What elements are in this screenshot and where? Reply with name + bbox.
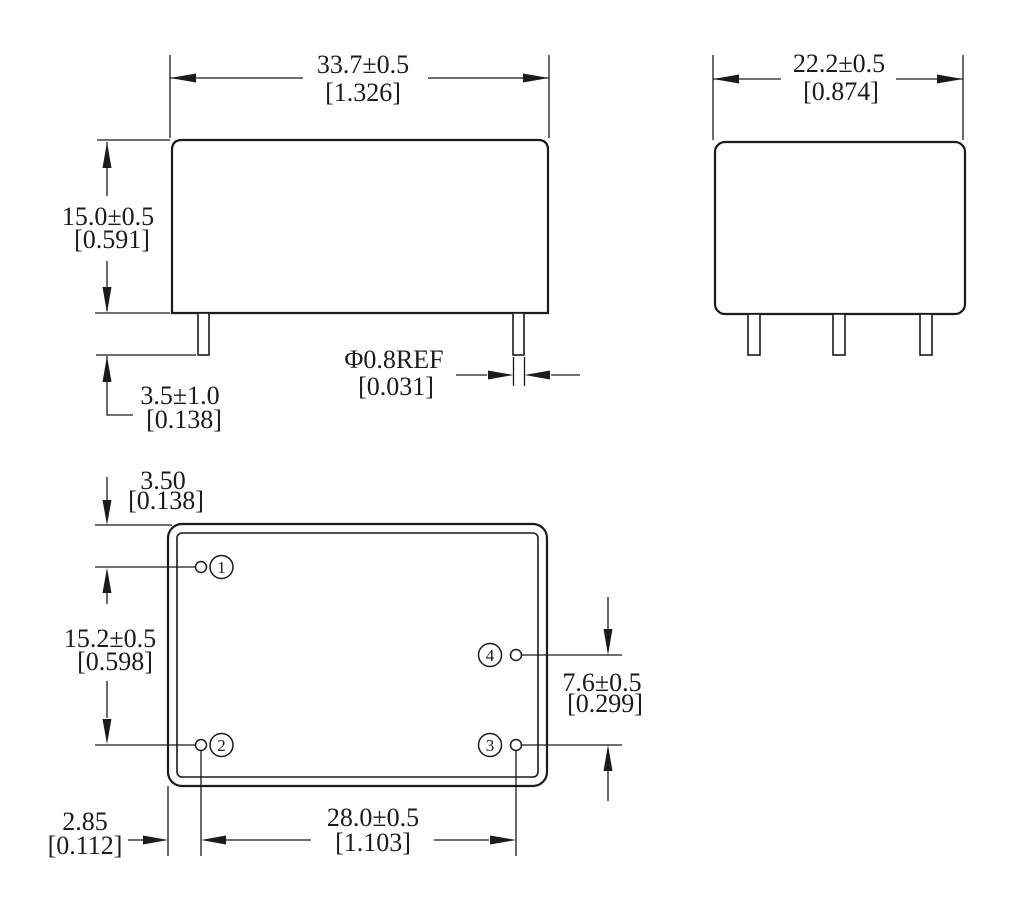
- pin-1-marker: 1: [194, 554, 234, 580]
- dim-arrow-left: [201, 835, 226, 845]
- leader-line: [106, 356, 133, 416]
- bottom-view: 1 2 4 3 3.50 [0.138]: [48, 466, 643, 860]
- dim-arrow-down: [102, 500, 112, 525]
- left-edge-offset-mm-label: 2.85: [62, 807, 108, 836]
- column-pitch-mm-label: 28.0±0.5: [327, 803, 419, 832]
- side-pin-3: [919, 313, 933, 356]
- side-pin-2: [832, 313, 846, 356]
- pin-3-marker: 3: [477, 732, 523, 758]
- dim-arrow-right: [937, 74, 963, 84]
- dim-arrow-down: [603, 629, 613, 655]
- left-row-pitch-dimension: 15.2±0.5 [0.598]: [64, 624, 156, 744]
- pin-1-label-circle: [209, 554, 234, 580]
- column-pitch-dimension: 28.0±0.5 [1.103]: [201, 803, 516, 857]
- front-right-pin: [512, 312, 525, 356]
- extension-line: [712, 55, 964, 140]
- dim-arrow-down: [102, 719, 112, 744]
- pin-2-marker: 2: [194, 732, 234, 758]
- pin-diameter-mm-label: Φ0.8REF: [344, 345, 443, 374]
- pin-diameter-in-label: [0.031]: [358, 372, 434, 401]
- dim-arrow-left: [713, 74, 739, 84]
- pin-4-marker: 4: [477, 642, 523, 668]
- extension-line: [512, 357, 526, 386]
- pin1-top-offset-mm-label: 3.50: [140, 466, 186, 495]
- pin-3-label-circle: [477, 732, 503, 758]
- dim-arrow-right: [490, 835, 516, 845]
- dim-arrow-right: [523, 73, 549, 83]
- front-width-mm-label: 33.7±0.5: [317, 50, 409, 79]
- dim-arrow-up: [102, 568, 112, 593]
- left-row-pitch-mm-label: 15.2±0.5: [64, 624, 156, 653]
- pin-4-label-circle: [477, 642, 503, 668]
- dim-arrow-right: [143, 835, 168, 845]
- pin-2-hole: [194, 738, 208, 752]
- pin-3-hole: [509, 738, 523, 752]
- front-pin-length-dimension: 3.5±1.0 [0.138]: [96, 354, 222, 434]
- pin1-top-offset-dimension: 3.50 [0.138]: [102, 466, 204, 604]
- front-width-dimension: 33.7±0.5 [1.326]: [169, 50, 550, 138]
- front-height-mm-label: 15.0±0.5: [62, 202, 154, 231]
- side-width-mm-label: 22.2±0.5: [793, 49, 885, 78]
- front-pin-diameter-dimension: Φ0.8REF [0.031]: [344, 345, 580, 401]
- pin-1-label: 1: [217, 558, 226, 577]
- right-row-pitch-in-label: [0.299]: [567, 689, 643, 718]
- dim-arrow-left: [524, 370, 550, 380]
- extension-line: [169, 55, 550, 138]
- front-width-in-label: [1.326]: [325, 78, 401, 107]
- side-view: 22.2±0.5 [0.874]: [712, 49, 967, 356]
- side-pin-1: [747, 313, 761, 356]
- pin-length-mm-label: 3.5±1.0: [140, 381, 219, 410]
- pin-2-label: 2: [217, 736, 226, 755]
- side-width-in-label: [0.874]: [803, 77, 879, 106]
- front-height-in-label: [0.591]: [74, 225, 150, 254]
- right-row-pitch-dimension: 7.6±0.5 [0.299]: [562, 597, 643, 801]
- pin-length-in-label: [0.138]: [146, 405, 222, 434]
- left-edge-offset-in-label: [0.112]: [48, 831, 123, 860]
- left-edge-offset-dimension: 2.85 [0.112]: [48, 807, 168, 860]
- dim-arrow-left: [170, 73, 196, 83]
- component-body-front: [170, 138, 550, 315]
- pin-1-hole: [194, 560, 208, 574]
- pin1-top-offset-in-label: [0.138]: [128, 486, 204, 515]
- dim-arrow-up: [603, 745, 613, 771]
- left-row-pitch-in-label: [0.598]: [77, 647, 153, 676]
- dim-arrow-up: [102, 142, 112, 168]
- pin-2-label-circle: [209, 732, 234, 758]
- extension-line: [95, 139, 170, 314]
- dim-arrow-down: [102, 287, 112, 313]
- front-left-pin: [197, 312, 210, 356]
- right-row-pitch-mm-label: 7.6±0.5: [562, 668, 641, 697]
- pin-3-label: 3: [486, 736, 495, 755]
- pin-4-label: 4: [486, 646, 495, 665]
- front-view: 33.7±0.5 [1.326] 15.0±0.5 [0.591] 3.5±1.…: [62, 50, 580, 434]
- component-body-side: [713, 140, 967, 316]
- side-width-dimension: 22.2±0.5 [0.874]: [712, 49, 964, 140]
- pin-4-hole: [509, 648, 523, 662]
- column-pitch-in-label: [1.103]: [335, 828, 411, 857]
- dim-arrow-right: [488, 370, 514, 380]
- front-height-dimension: 15.0±0.5 [0.591]: [62, 139, 170, 314]
